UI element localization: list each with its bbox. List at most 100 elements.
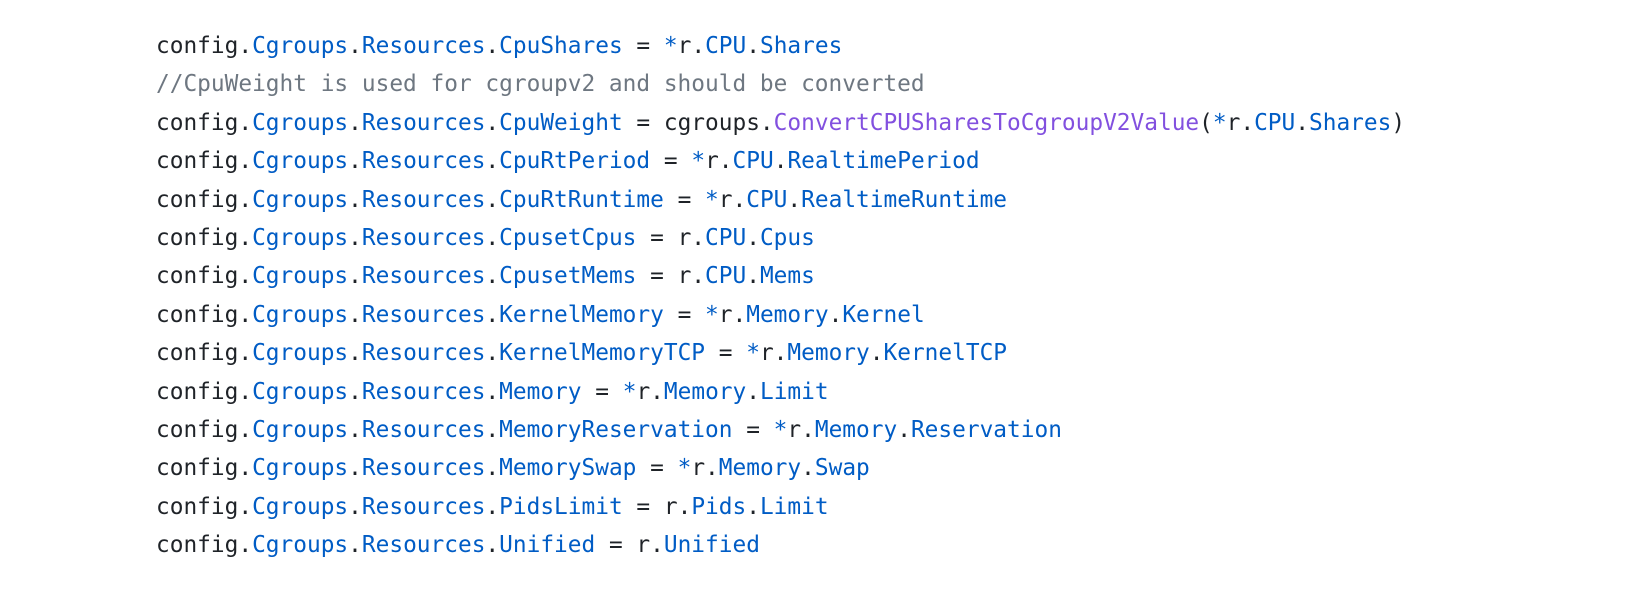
code-token-field: Resources: [361, 532, 486, 559]
code-token-field: CPU: [732, 148, 774, 175]
code-line: config.Cgroups.Resources.MemorySwap = *r…: [156, 449, 1405, 487]
code-token-plain: ): [1391, 109, 1406, 136]
code-token-plain: .: [348, 378, 362, 405]
code-token-field: Cgroups: [252, 148, 349, 175]
code-token-field: CpusetCpus: [499, 224, 637, 251]
code-token-field: Cgroups: [252, 109, 349, 136]
code-line: config.Cgroups.Resources.CpuShares = *r.…: [156, 27, 1405, 65]
code-token-field: Cgroups: [252, 416, 349, 443]
code-token-plain: =: [663, 301, 706, 328]
code-token-plain: .: [485, 455, 500, 482]
code-token-plain: .: [828, 301, 843, 328]
code-token-field: Cgroups: [252, 455, 349, 482]
code-token-plain: config.: [156, 340, 253, 367]
code-line: config.Cgroups.Resources.CpusetCpus = r.…: [156, 219, 1405, 257]
code-token-plain: config.: [156, 378, 253, 405]
code-token-field: *: [1212, 109, 1227, 136]
code-token-plain: .: [773, 148, 788, 175]
code-token-plain: r.: [677, 33, 706, 59]
code-token-plain: .: [485, 301, 500, 328]
code-token-plain: .: [485, 148, 500, 175]
code-token-plain: .: [348, 532, 362, 559]
code-token-plain: config.: [156, 263, 253, 290]
code-token-plain: r.: [1226, 109, 1255, 136]
code-token-plain: .: [485, 493, 500, 520]
code-token-plain: = cgroups.: [622, 109, 774, 136]
code-token-field: Cgroups: [252, 340, 349, 367]
code-token-comment: //CpuWeight is used for cgroupv2 and sho…: [156, 71, 925, 98]
code-token-plain: .: [485, 224, 500, 251]
code-line: config.Cgroups.Resources.CpuRtRuntime = …: [156, 181, 1405, 219]
code-token-plain: config.: [156, 148, 253, 175]
code-token-field: Resources: [361, 186, 486, 213]
code-token-field: RealtimeRuntime: [801, 186, 1008, 213]
code-snippet: config.Cgroups.Resources.CpuShares = *r.…: [156, 27, 1405, 564]
code-line: config.Cgroups.Resources.KernelMemoryTCP…: [156, 334, 1405, 372]
code-token-field: CpusetMems: [499, 263, 637, 290]
code-token-field: Reservation: [910, 416, 1062, 443]
code-token-field: Swap: [814, 455, 870, 482]
code-token-field: MemorySwap: [499, 455, 637, 482]
code-token-plain: .: [897, 416, 911, 443]
code-token-plain: config.: [156, 455, 253, 482]
code-token-plain: = r.: [636, 263, 706, 290]
code-token-field: Resources: [361, 109, 486, 136]
code-token-plain: config.: [156, 493, 253, 520]
code-line: config.Cgroups.Resources.CpusetMems = r.…: [156, 257, 1405, 295]
code-token-field: *: [622, 378, 637, 405]
code-token-plain: .: [348, 33, 362, 59]
code-token-field: Memory: [746, 301, 829, 328]
code-line: config.Cgroups.Resources.CpuWeight = cgr…: [156, 104, 1405, 142]
code-token-field: CpuShares: [499, 33, 623, 59]
code-token-plain: .: [348, 493, 362, 520]
code-token-field: *: [691, 148, 706, 175]
code-token-field: CPU: [705, 33, 747, 59]
code-token-field: Kernel: [842, 301, 925, 328]
code-token-plain: .: [348, 186, 362, 213]
code-token-field: Cgroups: [252, 33, 349, 59]
code-token-plain: .: [1295, 109, 1309, 136]
code-token-plain: config.: [156, 532, 253, 559]
code-token-plain: = r.: [595, 532, 664, 559]
code-token-field: CPU: [705, 224, 747, 251]
code-token-field: Memory: [499, 378, 582, 405]
code-token-plain: .: [348, 224, 362, 251]
code-token-plain: r.: [636, 378, 664, 405]
code-token-field: Cgroups: [252, 263, 349, 290]
code-token-plain: .: [485, 109, 500, 136]
code-token-plain: r.: [718, 186, 747, 213]
code-token-field: Limit: [759, 493, 829, 520]
code-token-func: ConvertCPUSharesToCgroupV2Value: [773, 109, 1200, 136]
code-token-field: Resources: [361, 263, 486, 290]
code-token-field: Pids: [691, 493, 747, 520]
code-token-field: Resources: [361, 148, 486, 175]
code-token-field: CPU: [705, 263, 747, 290]
code-token-plain: .: [746, 263, 760, 290]
code-token-plain: =: [622, 33, 664, 59]
code-line: config.Cgroups.Resources.CpuRtPeriod = *…: [156, 142, 1405, 180]
code-token-field: Resources: [361, 33, 486, 59]
code-token-plain: .: [348, 301, 362, 328]
code-token-field: Cgroups: [252, 224, 349, 251]
code-line: config.Cgroups.Resources.PidsLimit = r.P…: [156, 488, 1405, 526]
code-token-field: KernelMemoryTCP: [499, 340, 706, 367]
code-token-field: Cgroups: [252, 532, 349, 559]
code-token-plain: r.: [705, 148, 733, 175]
code-token-plain: r.: [759, 340, 788, 367]
code-token-field: Cgroups: [252, 378, 349, 405]
code-token-plain: .: [801, 455, 815, 482]
code-token-plain: .: [485, 378, 500, 405]
code-token-field: Cgroups: [252, 186, 349, 213]
code-token-field: CpuRtRuntime: [499, 186, 664, 213]
code-token-field: RealtimePeriod: [787, 148, 980, 175]
code-token-plain: .: [746, 33, 760, 59]
code-token-field: Unified: [663, 532, 760, 559]
code-token-plain: config.: [156, 224, 253, 251]
code-token-plain: config.: [156, 301, 253, 328]
code-token-field: Cpus: [759, 224, 815, 251]
code-token-plain: .: [348, 109, 362, 136]
code-token-plain: =: [650, 148, 692, 175]
code-token-plain: .: [348, 416, 362, 443]
code-token-plain: .: [746, 378, 760, 405]
code-token-plain: = r.: [622, 493, 692, 520]
